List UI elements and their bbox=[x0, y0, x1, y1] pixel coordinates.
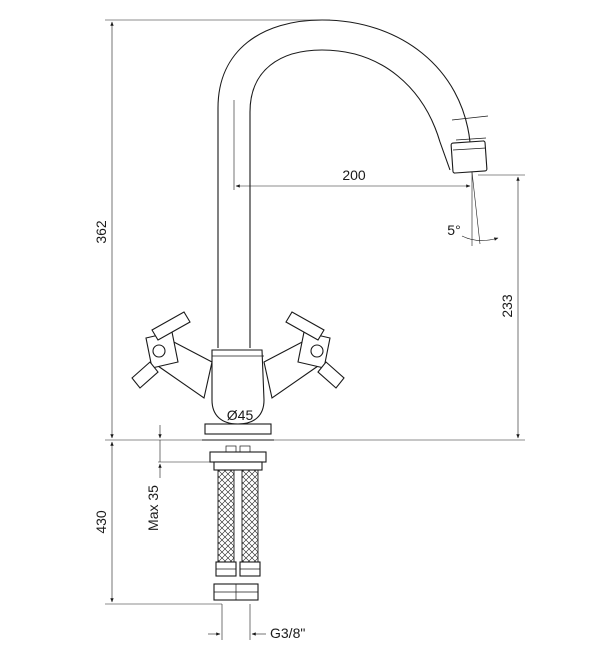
faucet-outline bbox=[131, 19, 489, 601]
spout-seam-1 bbox=[451, 115, 489, 121]
spout-seam-2 bbox=[455, 137, 487, 141]
label-spout-reach: 200 bbox=[342, 167, 366, 183]
aerator-ring bbox=[452, 147, 487, 151]
spout-outer-edge bbox=[217, 19, 473, 348]
label-spout-angle: 5° bbox=[447, 222, 460, 238]
left-cross-handle-top bbox=[151, 311, 191, 341]
label-max-thickness: Max 35 bbox=[145, 485, 161, 531]
label-spout-height: 233 bbox=[499, 294, 515, 318]
fixing-nut bbox=[213, 461, 263, 471]
washer-plate bbox=[209, 451, 267, 463]
left-cross-handle-bottom bbox=[131, 361, 159, 389]
spout-inner-edge bbox=[249, 49, 451, 348]
left-handle-screw bbox=[152, 344, 166, 358]
base-flange bbox=[204, 423, 272, 435]
label-hose-length: 430 bbox=[93, 510, 109, 534]
angle-arc bbox=[461, 235, 499, 241]
label-total-height: 362 bbox=[93, 220, 109, 244]
hose-right bbox=[241, 469, 259, 563]
right-cross-handle-bottom bbox=[317, 361, 345, 389]
right-cross-handle-top bbox=[285, 311, 325, 341]
angle-line-spray bbox=[471, 171, 481, 245]
dimension-lines bbox=[105, 19, 525, 640]
stud-left bbox=[225, 445, 237, 453]
hose-left bbox=[217, 469, 235, 563]
label-base-diameter: Ø45 bbox=[227, 407, 254, 423]
dimension-labels: 362 430 233 200 5° Ø45 Max 35 G3/8" bbox=[93, 167, 515, 641]
aerator-nozzle bbox=[450, 140, 488, 174]
label-thread: G3/8" bbox=[270, 625, 305, 641]
stud-right bbox=[239, 445, 251, 453]
right-handle-screw bbox=[310, 344, 324, 358]
